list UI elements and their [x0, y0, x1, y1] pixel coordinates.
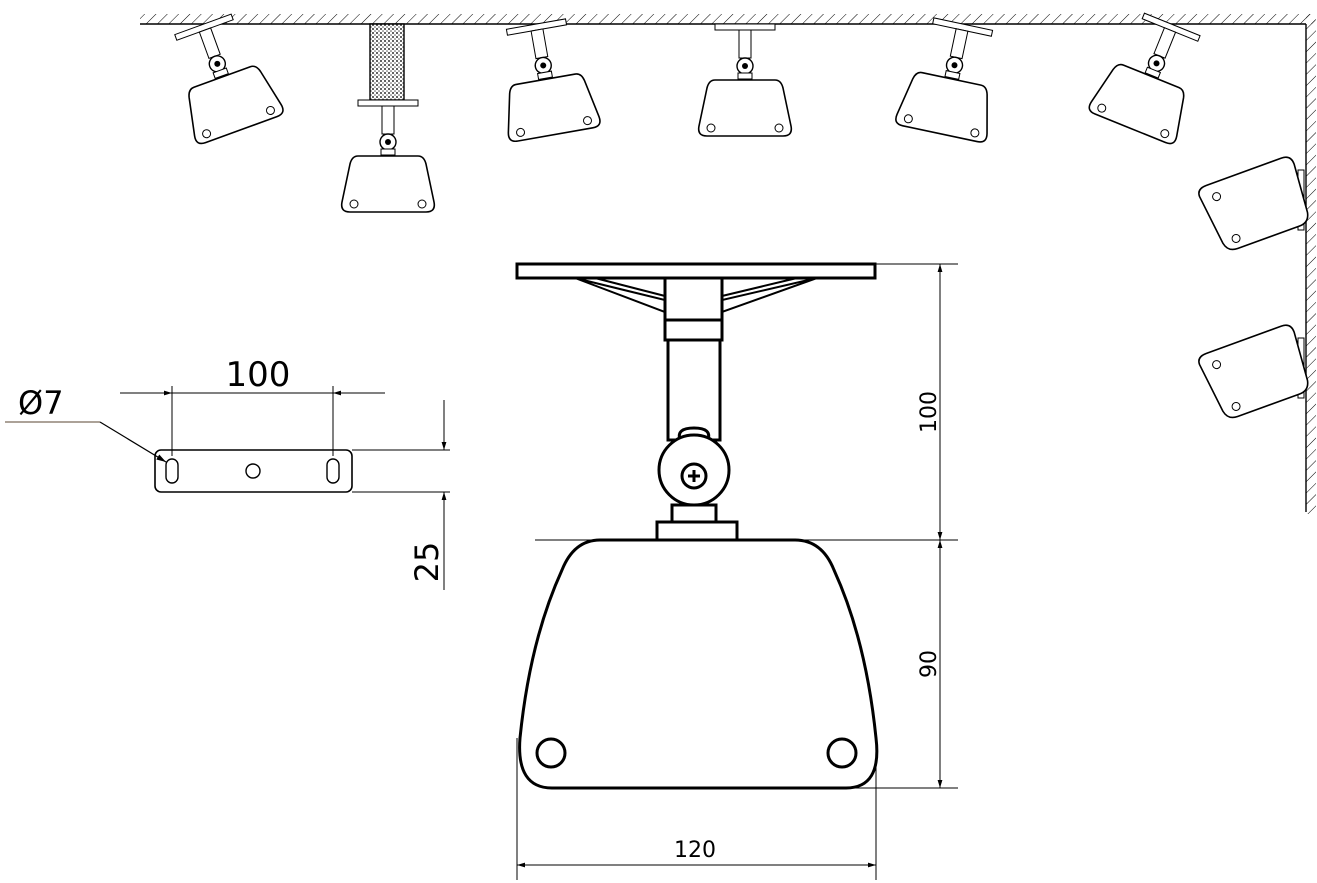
dim-hole-spacing: 100 [120, 355, 385, 456]
dim-bracket-height: 100 [535, 263, 958, 541]
main-speaker-body [518, 538, 879, 790]
dim-body-height-label: 90 [917, 650, 942, 678]
dim-slot-diameter-label: Ø7 [18, 384, 64, 422]
wall-speaker-2 [1195, 321, 1316, 424]
dim-bracket-height-label: 100 [917, 391, 942, 433]
ceiling-speaker-6 [1086, 6, 1217, 147]
main-speaker-bracket [515, 262, 877, 542]
wall [1305, 14, 1316, 514]
ceiling-speaker-3 [489, 15, 602, 144]
dim-slot-diameter: Ø7 [5, 384, 167, 463]
dim-hole-spacing-label: 100 [226, 355, 291, 395]
ceiling-speaker-1 [158, 7, 286, 147]
dim-body-width: 120 [516, 738, 877, 880]
ceiling-speaker-5 [893, 13, 1010, 145]
dim-body-width-label: 120 [674, 838, 716, 863]
dim-body-height: 90 [848, 540, 958, 789]
ceiling-speaker-4 [697, 23, 793, 137]
ceiling [140, 14, 1315, 25]
mounting-plate [154, 449, 353, 493]
dim-plate-height-label: 25 [408, 542, 446, 583]
extension-pole-speaker [340, 23, 436, 213]
wall-speaker-1 [1195, 153, 1316, 256]
dim-plate-height: 25 [352, 400, 450, 590]
